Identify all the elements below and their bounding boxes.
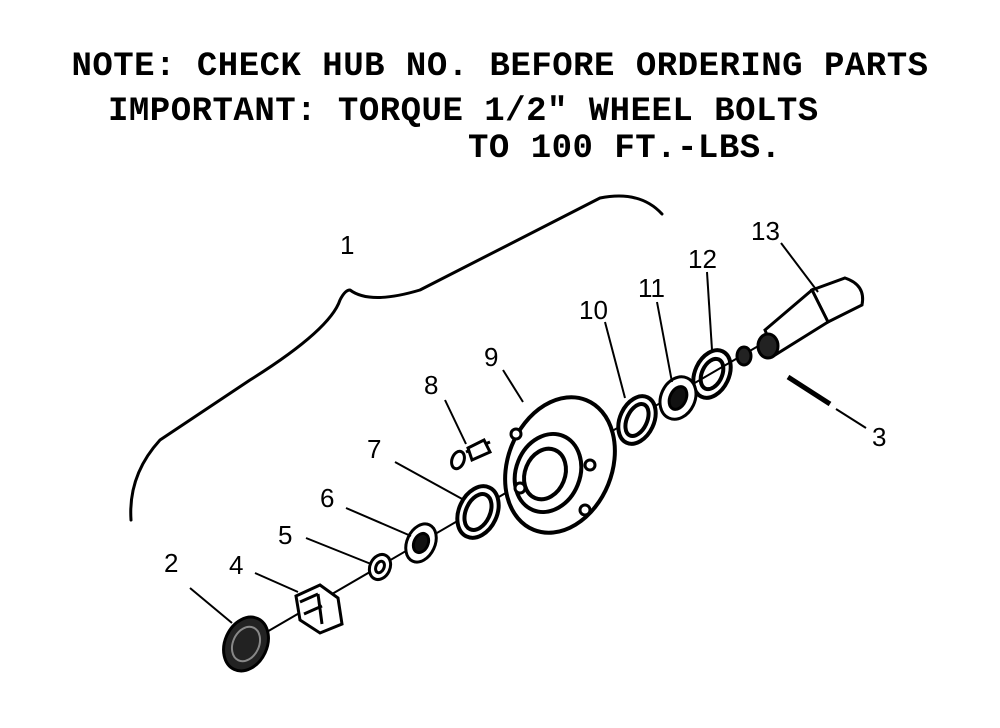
spindle-part — [735, 276, 865, 367]
callout-11: 11 — [638, 273, 665, 303]
inner-cup-part — [616, 394, 658, 446]
leader-11 — [656, 301, 673, 383]
leader-12 — [706, 271, 713, 351]
callout-5: 5 — [278, 520, 292, 550]
cotter-pin-part — [786, 374, 832, 407]
dust-cap-part — [222, 615, 270, 673]
callout-9: 9 — [484, 342, 498, 372]
washer-part — [367, 552, 393, 582]
callout-7: 7 — [367, 434, 381, 464]
callout-10: 10 — [579, 295, 608, 325]
callout-1: 1 — [340, 230, 354, 260]
wheel-bolt-part — [450, 437, 493, 471]
leader-2 — [189, 587, 233, 624]
leader-4 — [254, 572, 299, 593]
outer-bearing-part — [404, 522, 438, 564]
leader-7 — [394, 461, 465, 501]
note-torque: IMPORTANT: TORQUE 1/2" WHEEL BOLTS — [108, 93, 819, 131]
leader-3 — [835, 408, 867, 429]
leader-8 — [444, 399, 467, 445]
leader-9 — [502, 369, 524, 403]
hub-part — [503, 395, 617, 535]
callout-6: 6 — [320, 483, 334, 513]
callout-2: 2 — [164, 548, 178, 578]
leader-10 — [604, 321, 626, 399]
grease-seal-part — [691, 348, 733, 400]
callout-3: 3 — [872, 422, 886, 452]
leader-13 — [780, 242, 819, 293]
callout-12: 12 — [688, 244, 717, 274]
callout-8: 8 — [424, 370, 438, 400]
callout-13: 13 — [751, 216, 780, 246]
inner-bearing-part — [658, 375, 698, 421]
note-torque-value: TO 100 FT.-LBS. — [468, 130, 782, 168]
leader-6 — [345, 507, 412, 537]
note-check-hub: NOTE: CHECK HUB NO. BEFORE ORDERING PART… — [71, 48, 929, 86]
hub-assembly-bracket — [129, 194, 664, 522]
leader-5 — [305, 537, 372, 565]
castle-nut-part — [294, 583, 344, 635]
callout-4: 4 — [229, 550, 243, 580]
outer-cup-part — [455, 484, 501, 540]
